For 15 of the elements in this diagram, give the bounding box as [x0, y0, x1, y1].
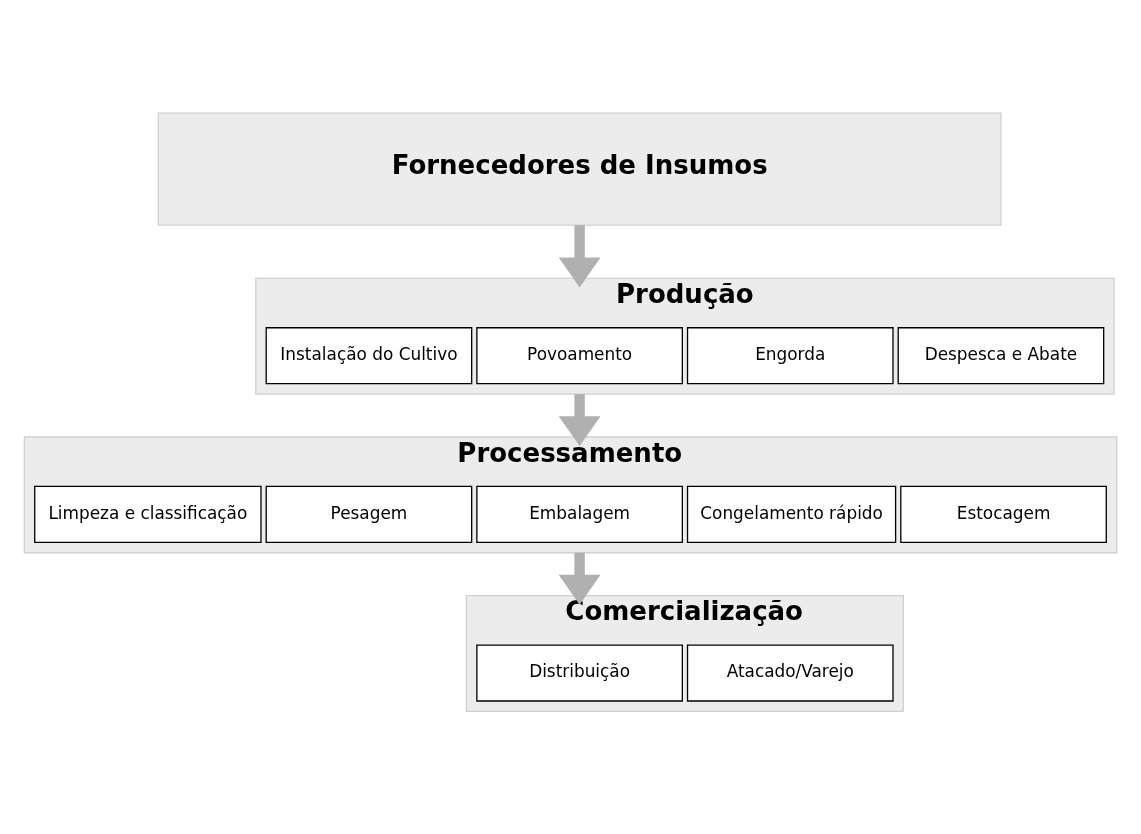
- arrow: [558, 552, 601, 605]
- node-box: Povoamento: [476, 326, 683, 384]
- node-box: Embalagem: [476, 485, 683, 543]
- node-box: Engorda: [686, 326, 894, 384]
- node-box: Instalação do Cultivo: [265, 326, 473, 384]
- node-box: Despesca e Abate: [897, 326, 1105, 384]
- node-box: Estocagem: [900, 485, 1107, 543]
- node-box: Fornecedores de Insumos: [157, 112, 1002, 226]
- arrow: [558, 393, 601, 446]
- node-box: Pesagem: [265, 485, 473, 543]
- node-box: Congelamento rápido: [686, 485, 897, 543]
- arrow: [558, 224, 601, 287]
- node-box: Distribuição: [476, 643, 683, 702]
- node-box: Limpeza e classificação: [34, 485, 262, 543]
- node-box: Atacado/Varejo: [686, 643, 894, 702]
